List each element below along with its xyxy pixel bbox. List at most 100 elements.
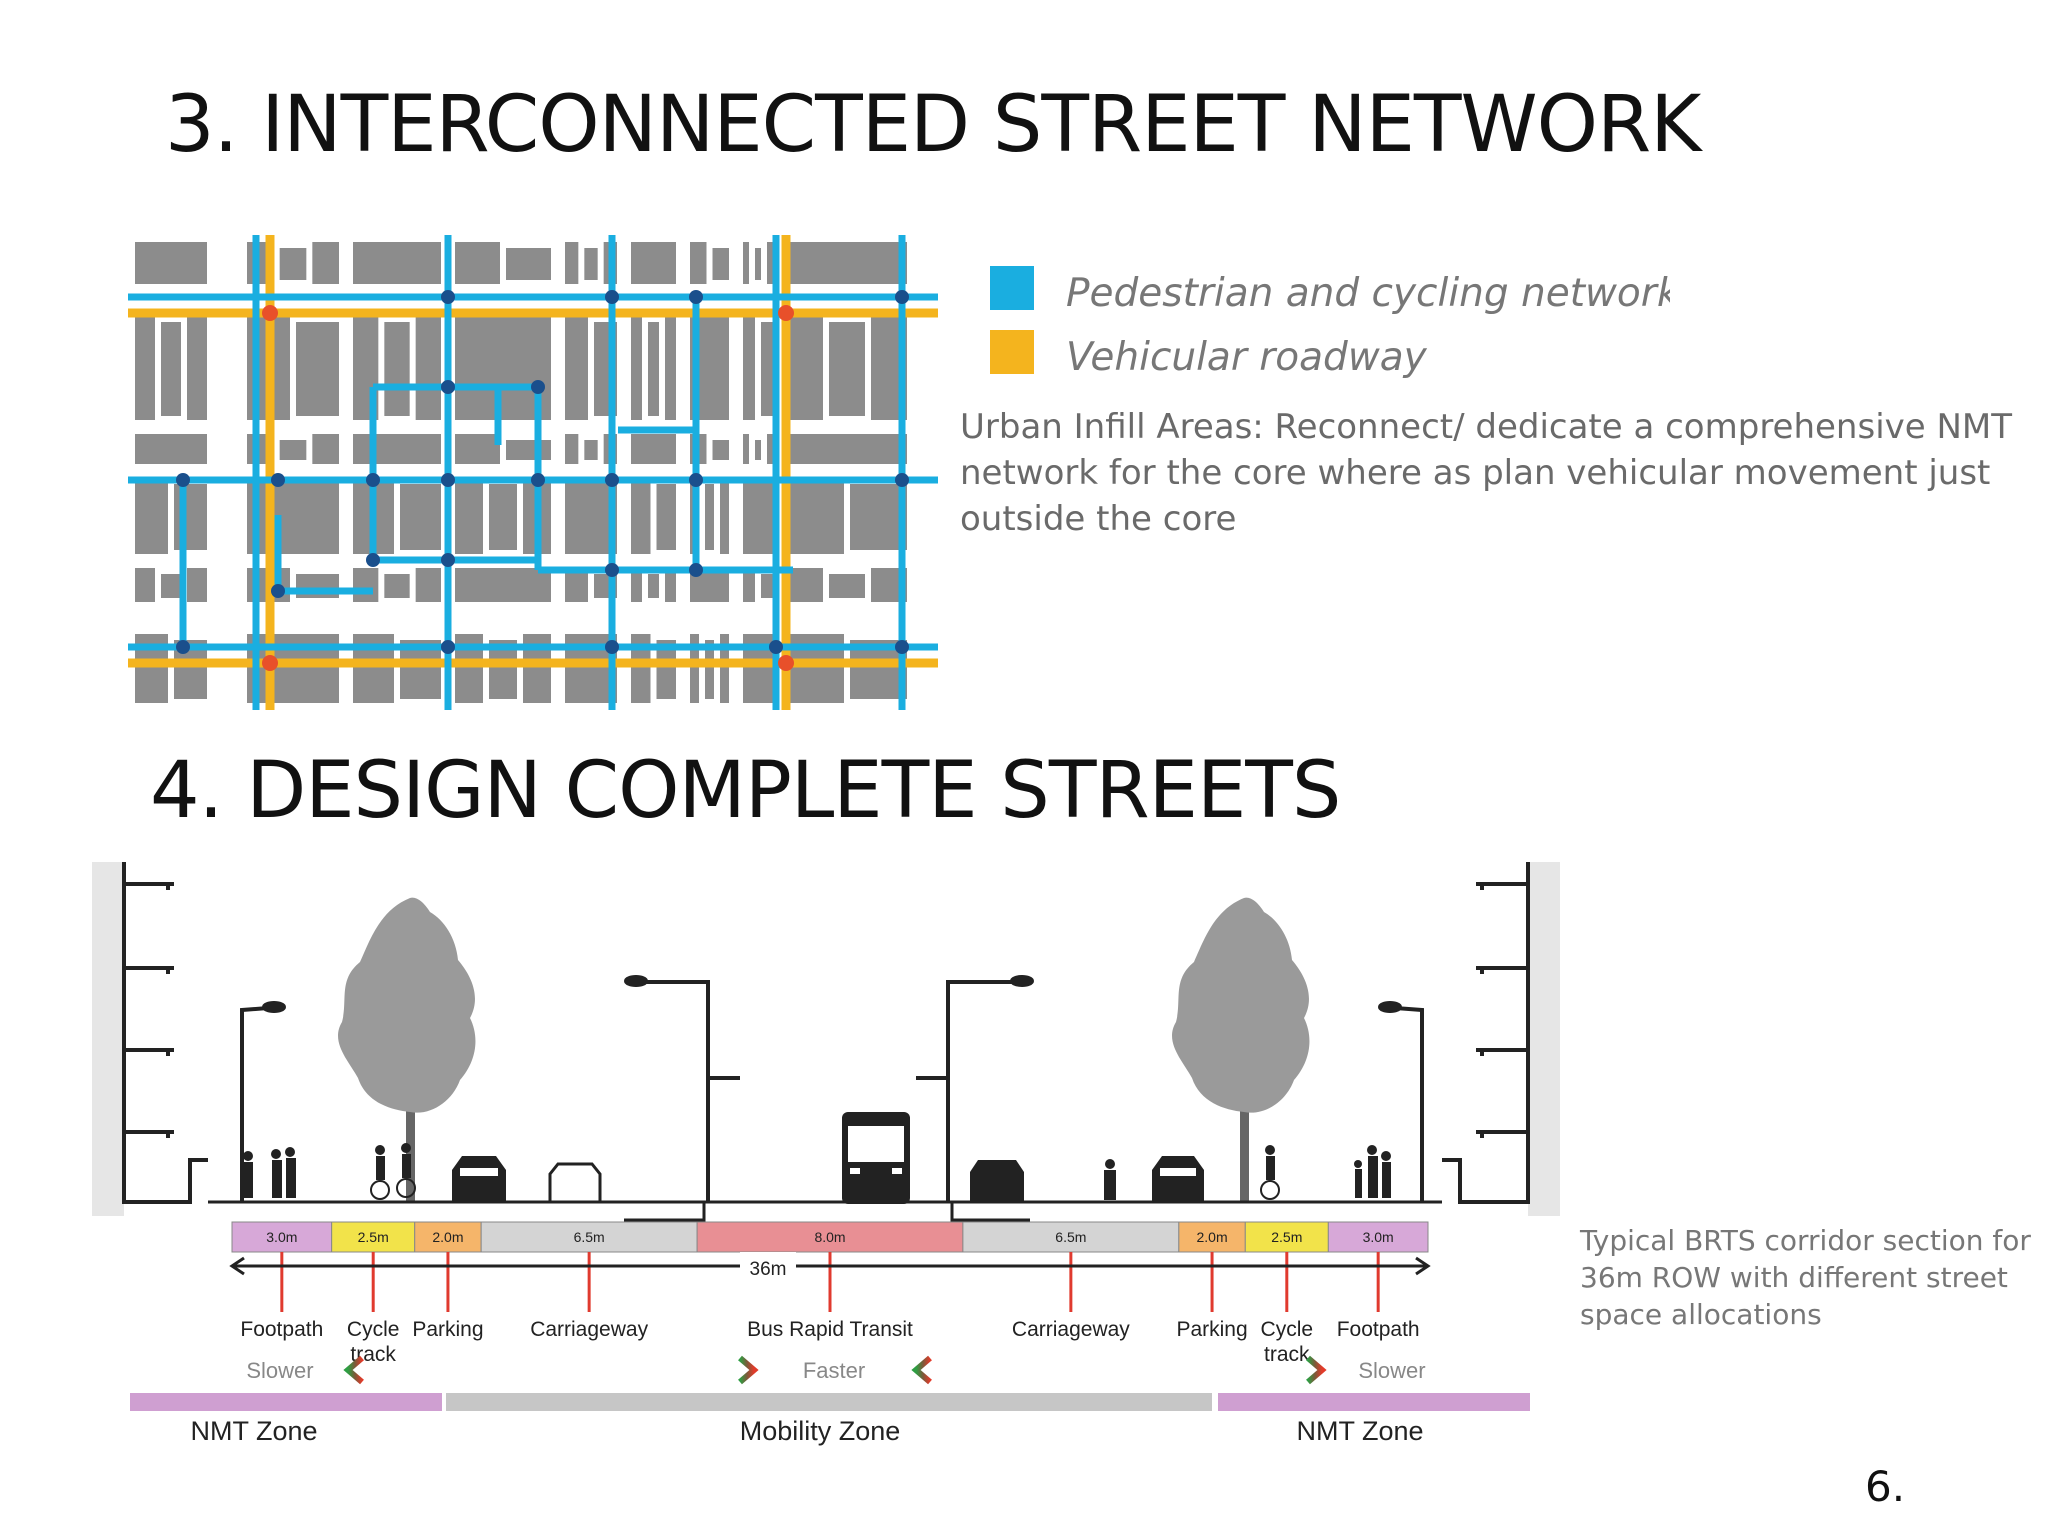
legend-label-vehicular: Vehicular roadway (1066, 335, 1428, 380)
building-block (584, 248, 598, 280)
building-block (400, 484, 441, 550)
speed-arrow-right (911, 1355, 1327, 1385)
building-block (187, 568, 207, 602)
building-block (743, 316, 755, 420)
building-block (455, 434, 500, 464)
lane-segment (480, 1221, 698, 1253)
building-block (665, 568, 676, 602)
building-block (829, 574, 865, 598)
building-block (705, 640, 714, 699)
legend-label-pedestrian: Pedestrian and cycling network (1066, 271, 1670, 316)
network-node (441, 473, 455, 487)
lane-name-label: Cycle (1261, 1318, 1314, 1341)
building-right (1442, 862, 1560, 1216)
building-block (312, 242, 339, 284)
lane-segment (331, 1221, 416, 1253)
building-block (705, 484, 714, 550)
building-block (384, 574, 410, 598)
network-node (441, 290, 455, 304)
map-legend: Pedestrian and cycling network Vehicular… (990, 266, 1670, 380)
network-node (176, 473, 190, 487)
heading-design-complete-streets: 4. DESIGN COMPLETE STREETS (150, 746, 1341, 836)
building-block (455, 478, 483, 554)
legend-swatch-vehicular (990, 330, 1034, 374)
network-node (895, 290, 909, 304)
network-node (605, 640, 619, 654)
building-block (279, 440, 307, 460)
street-lights (240, 975, 1424, 1202)
lane-width-label: 6.5m (574, 1229, 605, 1245)
building-block (489, 484, 517, 550)
building-block (455, 568, 551, 602)
building-block (631, 434, 676, 464)
pedestrians-left (243, 1147, 296, 1198)
building-block (787, 434, 907, 464)
network-node (441, 640, 455, 654)
building-block (565, 434, 579, 464)
lane-segment (1244, 1221, 1329, 1253)
building-block (384, 322, 410, 416)
building-block (767, 434, 773, 464)
building-block (648, 322, 659, 416)
building-block (565, 316, 588, 420)
building-block (312, 434, 339, 464)
building-block (631, 242, 676, 284)
total-width-dimension (229, 1256, 1431, 1276)
bus (842, 1112, 910, 1204)
lane-width-label: 3.0m (1363, 1229, 1394, 1245)
building-block (631, 316, 642, 420)
building-block (631, 634, 651, 703)
intersection-node (778, 655, 794, 671)
cyclists-left (370, 1143, 416, 1200)
building-block (787, 478, 844, 554)
lane-name-label: Footpath (1337, 1318, 1420, 1341)
lane-width-label: 2.0m (1196, 1229, 1227, 1245)
speed-arrow-left (343, 1355, 759, 1385)
zone-label-nmt-left: NMT Zone (190, 1416, 317, 1446)
building-block (787, 316, 823, 420)
lane-name-label: Footpath (240, 1318, 323, 1341)
building-block (665, 316, 676, 420)
building-block (850, 484, 907, 550)
building-block (135, 478, 168, 554)
lane-segment (1327, 1221, 1429, 1253)
street-network-map (128, 235, 938, 710)
building-block (690, 242, 707, 284)
building-block (247, 478, 339, 554)
building-block (648, 574, 659, 598)
infill-description: Urban Infill Areas: Reconnect/ dedicate … (960, 407, 2013, 539)
building-block (415, 568, 441, 602)
pedestrian-cycling-lines (128, 235, 938, 710)
building-block (135, 568, 155, 602)
lane-segment (1178, 1221, 1246, 1253)
lane-name-label: Cycle (347, 1318, 400, 1341)
lane-width-label: 3.0m (266, 1229, 297, 1245)
network-node (689, 473, 703, 487)
building-block (161, 322, 181, 416)
zone-label-nmt-right: NMT Zone (1296, 1416, 1423, 1446)
vehicles (452, 1156, 1204, 1204)
network-node (605, 290, 619, 304)
building-block (584, 440, 598, 460)
lane-width-label: 6.5m (1055, 1229, 1086, 1245)
total-width-label: 36m (750, 1259, 787, 1280)
cyclist-right (1260, 1145, 1280, 1200)
building-block (161, 574, 181, 598)
building-block (720, 478, 729, 554)
building-block (565, 568, 588, 602)
network-nodes (176, 290, 909, 671)
building-block (656, 640, 676, 699)
network-node (769, 640, 783, 654)
building-block (415, 316, 441, 420)
speed-label-left: Slower (246, 1358, 313, 1383)
zone-label-mobility: Mobility Zone (740, 1416, 901, 1446)
intersection-node (778, 305, 794, 321)
lane-width-label: 2.5m (358, 1229, 389, 1245)
lane-name-label: Bus Rapid Transit (747, 1318, 913, 1341)
building-block (455, 242, 500, 284)
lane-width-label: 2.0m (432, 1229, 463, 1245)
network-node (271, 473, 285, 487)
